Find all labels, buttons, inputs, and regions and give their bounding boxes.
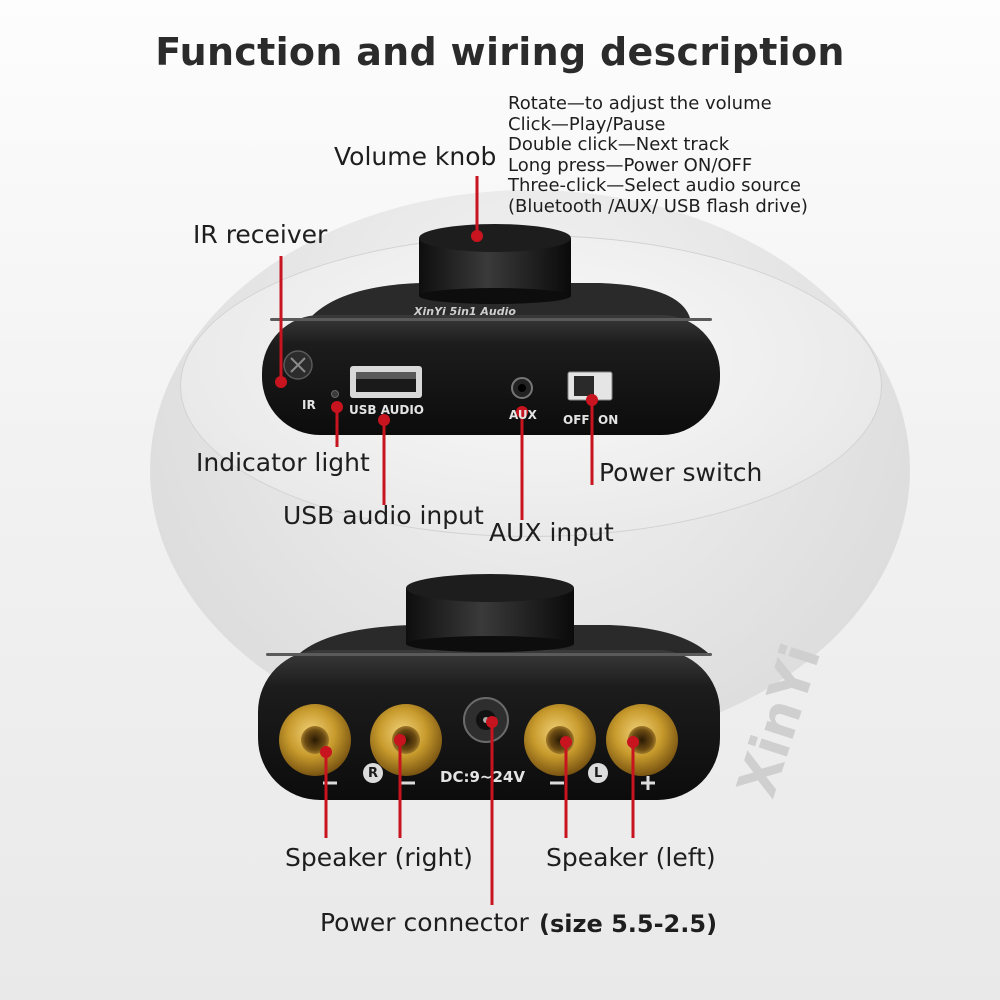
speaker-terminal-left-negative	[524, 704, 596, 776]
knob-function-click: Click—Play/Pause	[508, 113, 666, 135]
indicator-light	[331, 390, 339, 398]
pointer-lines	[275, 176, 639, 905]
label-speaker-left: Speaker (left)	[546, 843, 716, 872]
label-indicator-light: Indicator light	[196, 448, 370, 477]
device-off-text: OFF	[563, 413, 590, 427]
knob-function-sources: (Bluetooth /AUX/ USB flash drive)	[508, 195, 808, 217]
device-channel-left-text: L	[594, 766, 603, 781]
label-ir-receiver: IR receiver	[193, 220, 328, 249]
knob-function-rotate: Rotate—to adjust the volume	[508, 93, 772, 114]
device-front-view	[262, 224, 720, 435]
knob-function-double-click: Double click—Next track	[508, 134, 730, 156]
device-channel-right-text: R	[368, 766, 379, 781]
device-usb-text: USB AUDIO	[349, 403, 424, 417]
label-power-connector: Power connector	[320, 908, 529, 937]
label-usb-audio-input: USB audio input	[283, 501, 484, 530]
device-front-body	[262, 315, 720, 435]
device-brand-text: XinYi 5in1 Audio	[414, 305, 516, 318]
label-aux-input: AUX input	[489, 518, 614, 547]
page-title: Function and wiring description	[155, 30, 845, 74]
label-power-switch: Power switch	[599, 458, 763, 487]
channel-left-marker	[588, 763, 608, 783]
device-ir-text: IR	[302, 398, 316, 412]
plus-sign	[641, 776, 655, 790]
speaker-terminal-right-negative	[279, 704, 351, 776]
device-on-text: ON	[598, 413, 619, 427]
speaker-terminal-left-positive	[606, 704, 678, 776]
knob-function-three-click: Three-click—Select audio source	[508, 175, 801, 197]
label-speaker-right: Speaker (right)	[285, 843, 473, 872]
device-aux-text: AUX	[509, 408, 537, 422]
device-dc-text: DC:9~24V	[440, 768, 525, 786]
channel-right-marker	[363, 763, 383, 783]
label-power-connector-size: (size 5.5-2.5)	[539, 910, 718, 938]
label-volume-knob: Volume knob	[334, 142, 497, 171]
knob-function-long-press: Long press—Power ON/OFF	[508, 154, 753, 176]
knob-function-list: Rotate—to adjust the volume Click—Play/P…	[508, 93, 808, 218]
